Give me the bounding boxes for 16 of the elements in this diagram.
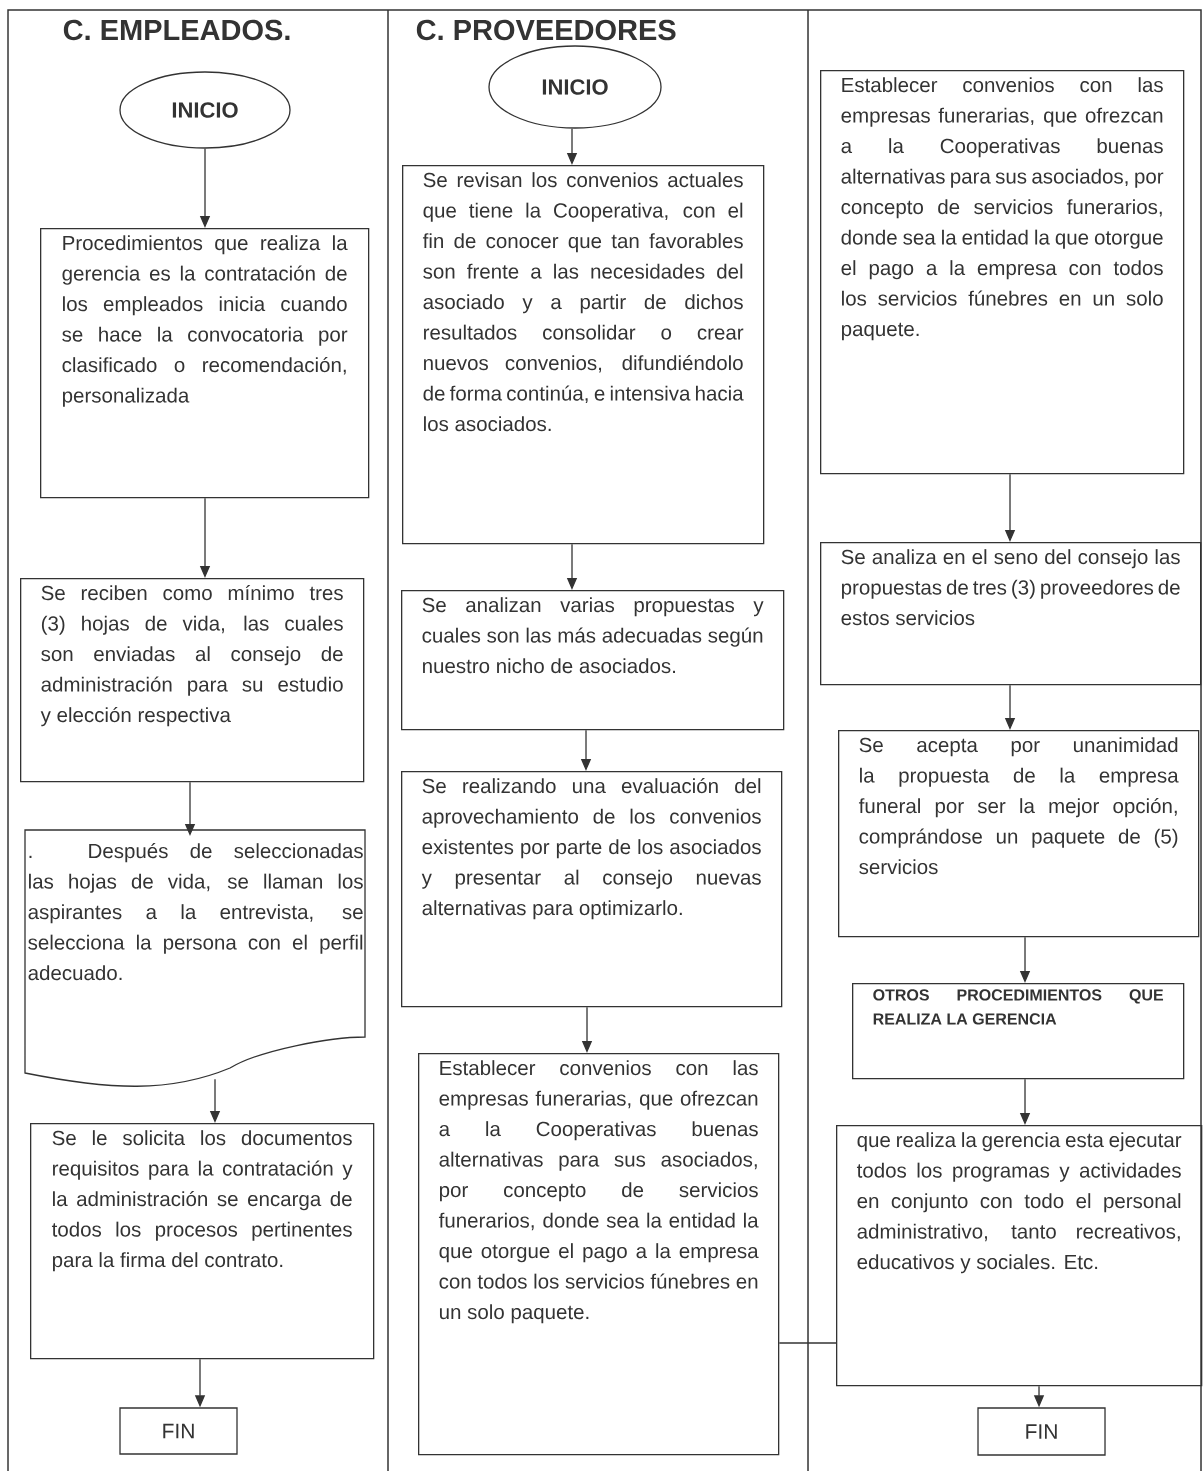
column-heading: C. EMPLEADOS. (63, 19, 290, 41)
process-box: Se le solicita los documentos requisitos para la contratación y la administración se encarga de todos los procesos pertinentes para la firma del contrato. (30, 1123, 375, 1360)
process-box: Se acepta por unanimidad la propuesta de la empresa funeral por ser la mejor opción, comprándose un paquete de (5) servicios (838, 730, 1200, 938)
process-box: Se realizando una evaluación del aprovechamiento de los convenios existentes por parte de los asociados y presentar al consejo nuevas alternativas para optimizarlo. (401, 771, 783, 1008)
process-box: que realiza la gerencia esta ejecutar todos los programas y actividades en conjunto con todo el personal administrativo, tanto recreativos, educativos y sociales. Etc. (836, 1125, 1203, 1387)
process-box: Se analizan varias propuestas y cuales son las más adecuadas según nuestro nicho de asociados. (401, 590, 785, 731)
process-box: Se revisan los convenios actuales que tiene la Cooperativa, con el fin de conocer que tan favorables son frente a las necesidades del asociado y a partir de dichos resultados consolidar o crear nuevos convenios, difundiéndolo de forma continúa, e intensiva hacia los asociados. (402, 165, 765, 545)
process-box: Establecer convenios con las empresas funerarias, que ofrezcan a la Cooperativas buenas alternativas para sus asociados, por concepto de servicios funerarios, donde sea la entidad la que otorgue el pago a la empresa con todos los servicios fúnebres en un solo paquete. (418, 1053, 780, 1456)
end-box: FIN (977, 1407, 1106, 1456)
process-box: Se analiza en el seno del consejo las propuestas de tres (3) proveedores de estos servicios (820, 542, 1202, 686)
process-box: Establecer convenios con las empresas funerarias, que ofrezcan a la Cooperativas buenas alternativas para sus asociados, por concepto de servicios funerarios, donde sea la entidad la que otorgue el pago a la empresa con todos los servicios fúnebres en un solo paquete. (820, 70, 1185, 475)
end-box: FIN (119, 1407, 238, 1455)
process-box: Se reciben como mínimo tres (3) hojas de vida, las cuales son enviadas al consejo de administración para su estudio y elección respectiva (20, 578, 365, 783)
connector-line (778, 1342, 837, 1344)
process-box: OTROS PROCEDIMIENTOS QUE REALIZA LA GERENCIA (852, 983, 1185, 1080)
process-box: Procedimientos que realiza la gerencia es la contratación de los empleados inicia cuando se hace la convocatoria por clasificado o recomendación, personalizada (40, 228, 370, 499)
